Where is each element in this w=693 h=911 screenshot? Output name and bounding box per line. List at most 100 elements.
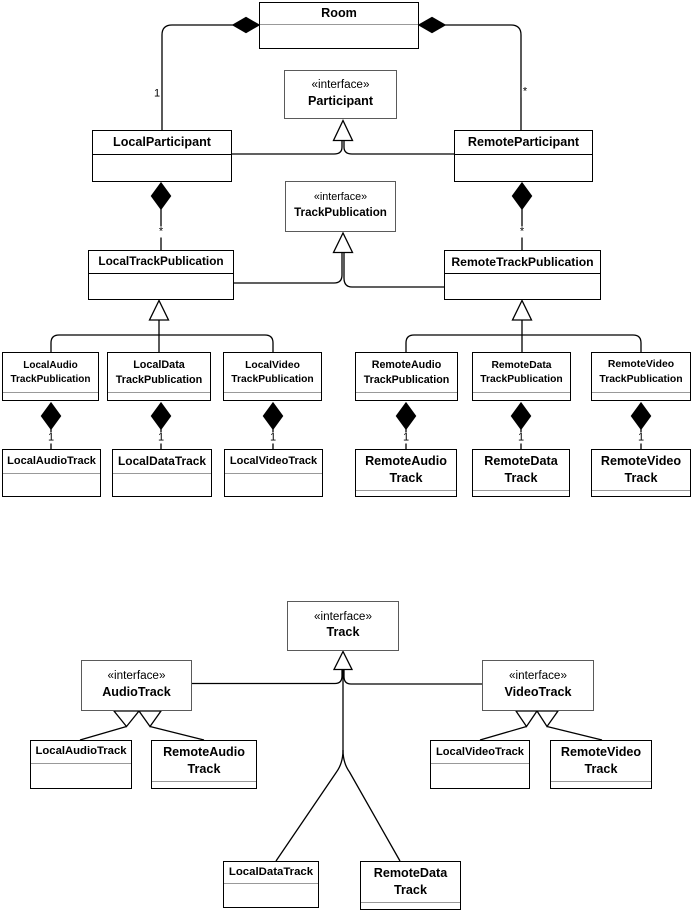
uml-class-remote-track-publication: RemoteTrackPublication <box>444 250 601 300</box>
generalization-triangle <box>112 710 141 728</box>
multiplicity-label: 1 <box>46 431 56 444</box>
class-name: RemoteData <box>373 866 448 880</box>
class-title-compartment: RemoteParticipant <box>455 131 592 155</box>
edge-remotetrackpublication-children-generalization <box>405 299 642 352</box>
multiplicity-label: * <box>157 225 165 238</box>
composition-diamond <box>630 401 652 431</box>
edge-room-localparticipant-composition <box>161 16 261 130</box>
edge-videotrack-children-generalization <box>479 710 603 741</box>
class-name: LocalVideoTrack <box>229 455 318 468</box>
class-title-compartment: LocalParticipant <box>93 131 231 155</box>
multiplicity-label: 1 <box>516 431 526 444</box>
generalization-line <box>79 725 127 741</box>
class-name: TrackPublication <box>363 373 450 386</box>
class-name: Track <box>394 883 427 897</box>
uml-class-impl-local-audio-track: LocalAudioTrack <box>30 740 132 789</box>
multiplicity-label: 1 <box>152 87 162 100</box>
multiplicity-label: 1 <box>156 431 166 444</box>
uml-class-local-participant: LocalParticipant <box>92 130 232 182</box>
uml-class-room: Room <box>259 2 419 49</box>
edge-remotedatatrackpublication-remotedatatrack-composition <box>510 401 532 449</box>
edge-audiotrack-children-generalization <box>79 710 205 741</box>
generalization-triangle <box>535 710 560 728</box>
composition-line <box>445 24 522 130</box>
class-name: TrackPublication <box>10 373 91 385</box>
class-title-compartment: «interface»Participant <box>285 71 396 116</box>
composition-diamond <box>511 181 533 211</box>
class-name: RemoteParticipant <box>467 135 580 149</box>
class-name: Track <box>584 762 618 776</box>
uml-class-local-video-track: LocalVideoTrack <box>224 449 323 497</box>
edge-localaudiotrackpublication-localaudiotrack-composition <box>40 401 62 449</box>
class-name: TrackPublication <box>480 373 563 385</box>
uml-class-local-track-publication: LocalTrackPublication <box>88 250 234 300</box>
class-name: RemoteData <box>484 454 558 468</box>
class-name: RemoteVideo <box>560 745 642 759</box>
edge-localdatatrackpublication-localdatatrack-composition <box>150 401 172 449</box>
composition-diamond <box>40 401 62 431</box>
class-name: Track <box>504 471 538 485</box>
generalization-branch-remotedatatrack <box>342 749 401 862</box>
uml-class-impl-local-video-track: LocalVideoTrack <box>430 740 530 789</box>
stereotype-label: «interface» <box>509 669 567 683</box>
composition-diamond <box>510 401 532 431</box>
generalization-branch <box>50 334 274 352</box>
class-name: TrackPublication <box>294 205 387 219</box>
class-name: LocalAudio <box>23 360 78 371</box>
class-name: RemoteTrackPublication <box>451 254 594 269</box>
multiplicity-label: 1 <box>636 431 646 444</box>
class-name: RemoteVideo <box>600 454 682 468</box>
generalization-branch-videotrack <box>343 670 482 685</box>
generalization-line <box>479 725 527 741</box>
generalization-triangle <box>511 299 533 321</box>
stereotype-label: «interface» <box>314 609 372 623</box>
class-title-compartment: «interface»TrackPublication <box>286 182 395 229</box>
class-name: RemoteData <box>491 359 552 371</box>
uml-interface-interface-track-publication: «interface»TrackPublication <box>285 181 396 232</box>
class-name: RemoteAudio <box>371 359 442 372</box>
class-name: LocalTrackPublication <box>98 254 224 269</box>
generalization-line <box>343 253 444 288</box>
generalization-line <box>343 141 454 155</box>
edge-localparticipant-localtrackpublication-composition <box>150 181 172 250</box>
class-name: LocalData <box>133 358 185 371</box>
generalization-triangle <box>332 231 354 254</box>
class-name: Track <box>187 762 221 776</box>
generalization-triangle <box>332 118 354 142</box>
uml-interface-interface-audio-track: «interface»AudioTrack <box>81 660 192 711</box>
composition-diamond <box>231 16 261 34</box>
class-name: Participant <box>307 93 374 108</box>
generalization-line <box>546 725 603 741</box>
class-name: Room <box>321 6 357 20</box>
class-title-compartment: LocalDataTrack <box>224 862 318 884</box>
uml-interface-interface-video-track: «interface»VideoTrack <box>482 660 594 711</box>
class-name: RemoteAudio <box>163 745 245 759</box>
uml-interface-interface-participant: «interface»Participant <box>284 70 397 119</box>
generalization-branch-localdatatrack <box>275 749 344 862</box>
class-name: LocalVideo <box>245 359 300 371</box>
class-title-compartment: Room <box>260 3 418 25</box>
generalization-line <box>232 141 343 155</box>
class-title-compartment: RemoteTrackPublication <box>445 251 600 274</box>
class-title-compartment: «interface»AudioTrack <box>82 661 191 708</box>
class-name: Track <box>389 471 423 485</box>
